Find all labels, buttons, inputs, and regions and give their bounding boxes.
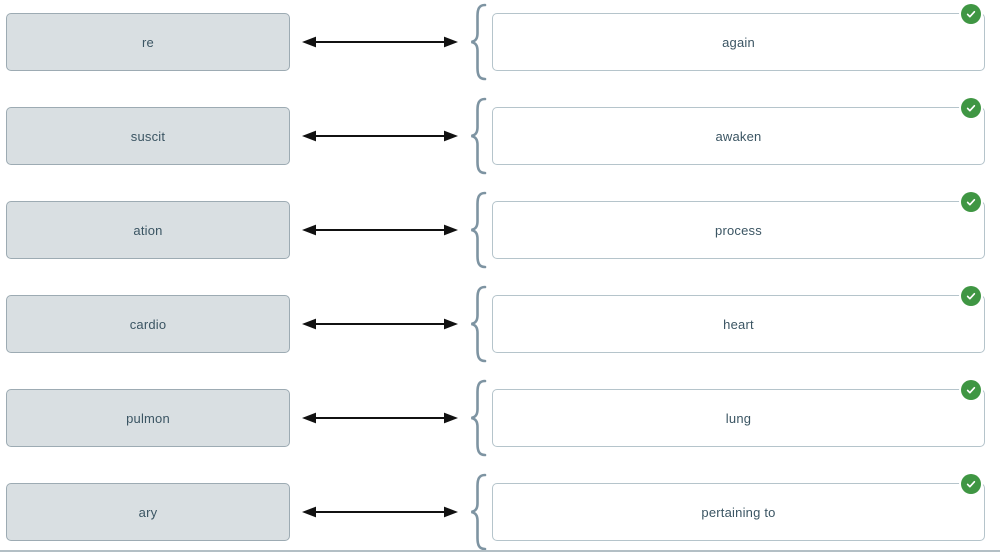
term-label: re xyxy=(142,34,154,50)
correct-check-icon xyxy=(961,192,981,212)
definition-label: awaken xyxy=(715,128,762,144)
term-box[interactable]: suscit xyxy=(6,107,290,165)
correct-check-icon xyxy=(961,474,981,494)
term-box[interactable]: ation xyxy=(6,201,290,259)
double-arrow-icon xyxy=(302,411,458,425)
match-row: ary pertaining to xyxy=(6,473,985,550)
double-arrow-icon xyxy=(302,505,458,519)
definition-box[interactable]: pertaining to xyxy=(492,474,985,541)
left-curly-brace-icon xyxy=(468,285,488,363)
match-row: ation process xyxy=(6,191,985,269)
term-box[interactable]: re xyxy=(6,13,290,71)
double-arrow-icon xyxy=(302,129,458,143)
definition-label: pertaining to xyxy=(701,504,776,520)
term-box[interactable]: pulmon xyxy=(6,389,290,447)
left-curly-brace-icon xyxy=(468,379,488,457)
double-arrow-icon xyxy=(302,223,458,237)
definition-box[interactable]: process xyxy=(492,192,985,259)
match-row: pulmon lung xyxy=(6,379,985,457)
left-curly-brace-icon xyxy=(468,97,488,175)
term-label: suscit xyxy=(130,128,166,144)
definition-box[interactable]: again xyxy=(492,4,985,71)
correct-check-icon xyxy=(961,380,981,400)
left-curly-brace-icon xyxy=(468,473,488,550)
definition-label: heart xyxy=(723,316,754,332)
term-label: cardio xyxy=(129,316,167,332)
match-row: re again xyxy=(6,3,985,81)
term-label: pulmon xyxy=(126,410,170,426)
match-row: cardio heart xyxy=(6,285,985,363)
term-box[interactable]: ary xyxy=(6,483,290,541)
correct-check-icon xyxy=(961,4,981,24)
correct-check-icon xyxy=(961,286,981,306)
term-box[interactable]: cardio xyxy=(6,295,290,353)
definition-box[interactable]: lung xyxy=(492,380,985,447)
definition-label: again xyxy=(722,34,755,50)
term-label: ation xyxy=(133,222,163,238)
double-arrow-icon xyxy=(302,35,458,49)
left-curly-brace-icon xyxy=(468,3,488,81)
left-curly-brace-icon xyxy=(468,191,488,269)
definition-box[interactable]: awaken xyxy=(492,98,985,165)
term-label: ary xyxy=(138,504,158,520)
correct-check-icon xyxy=(961,98,981,118)
definition-label: process xyxy=(715,222,762,238)
definition-box[interactable]: heart xyxy=(492,286,985,353)
match-row: suscit awaken xyxy=(6,97,985,175)
definition-label: lung xyxy=(725,410,752,426)
double-arrow-icon xyxy=(302,317,458,331)
match-list: re again suscit xyxy=(6,3,985,550)
